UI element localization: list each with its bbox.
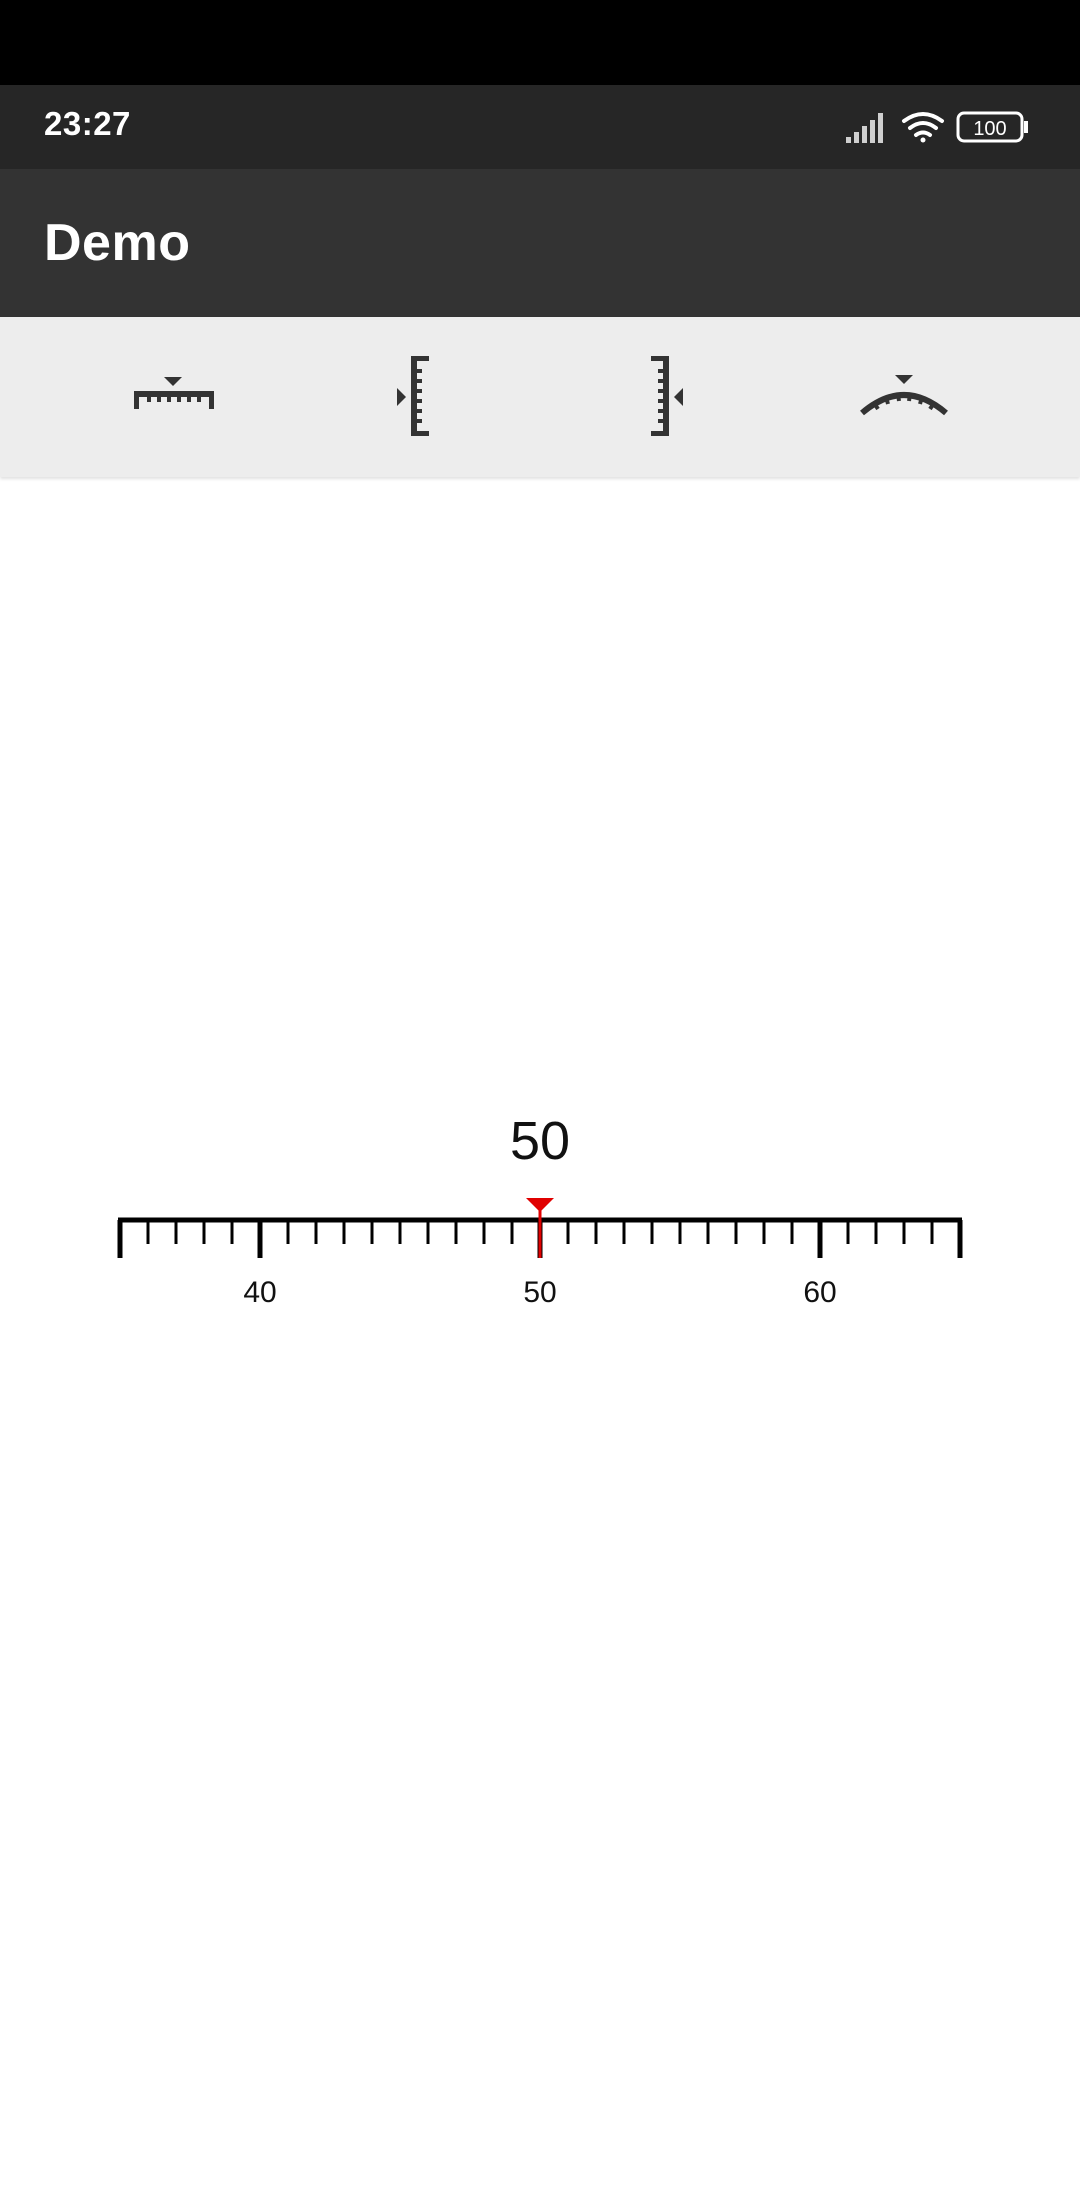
- horizontal-ruler-icon: [134, 377, 214, 409]
- vertical-ruler-left-button[interactable]: [347, 337, 487, 457]
- ruler-tick-label: 50: [523, 1276, 556, 1309]
- ruler-scale[interactable]: 40 50 60: [0, 1190, 1080, 1330]
- top-black-bar: [0, 0, 1080, 85]
- signal-icon: [846, 113, 883, 143]
- ruler-indicator-arrow: [526, 1198, 554, 1212]
- svg-text:100: 100: [973, 118, 1006, 140]
- ruler-tick-label: 40: [243, 1276, 276, 1309]
- horizontal-ruler-button[interactable]: [105, 337, 245, 457]
- vertical-ruler-right-icon: [651, 356, 683, 436]
- vertical-ruler-left-icon: [397, 356, 429, 436]
- app-title: Demo: [44, 214, 191, 272]
- arc-ruler-icon: [860, 375, 948, 416]
- ruler-widget[interactable]: 50 40 50 60: [0, 1110, 1080, 1330]
- arc-ruler-button[interactable]: [834, 337, 974, 457]
- ruler-type-toolbar: [0, 317, 1080, 477]
- status-icons: 100: [846, 111, 1028, 143]
- ruler-current-value: 50: [509, 1111, 571, 1171]
- wifi-icon: [902, 112, 944, 143]
- ruler-tick-label: 60: [803, 1276, 836, 1309]
- status-bar: 23:27 100: [0, 85, 1080, 169]
- app-bar: Demo: [0, 169, 1080, 317]
- battery-icon: 100: [956, 111, 1028, 143]
- vertical-ruler-right-button[interactable]: [593, 337, 733, 457]
- status-time: 23:27: [44, 105, 131, 142]
